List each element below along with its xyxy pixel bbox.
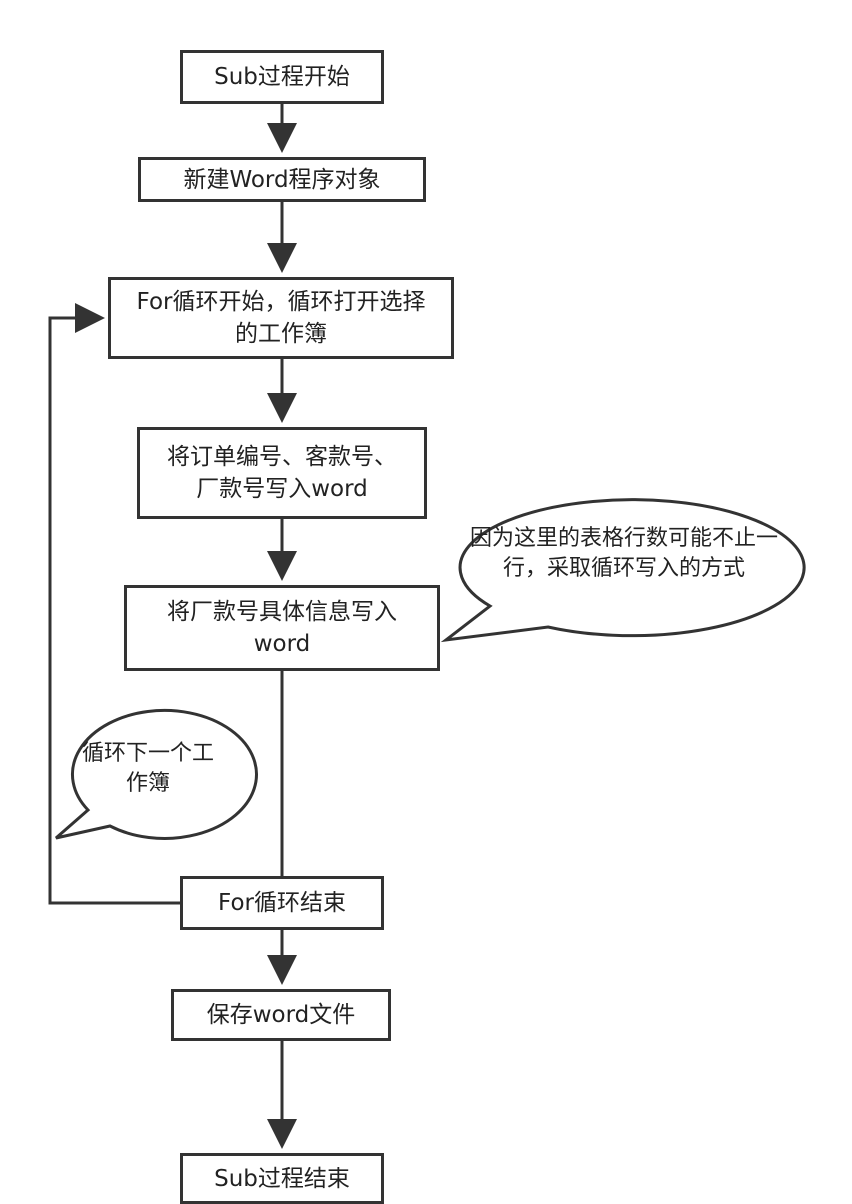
loop-write-note-bubble — [440, 498, 806, 643]
next-workbook-note-bubble — [55, 708, 258, 840]
for-loop-start-node: For循环开始，循环打开选择的工作簿 — [108, 277, 454, 359]
for-loop-end-node: For循环结束 — [180, 876, 384, 930]
new-word-object-node: 新建Word程序对象 — [138, 157, 426, 202]
write-factory-details-node: 将厂款号具体信息写入word — [124, 585, 440, 671]
loop-write-note-text: 因为这里的表格行数可能不止一行，采取循环写入的方式 — [469, 526, 778, 581]
sub-start-node: Sub过程开始 — [180, 50, 384, 104]
write-order-info-node: 将订单编号、客款号、厂款号写入word — [137, 427, 427, 519]
loop-back-connector — [48, 303, 182, 905]
save-word-file-node: 保存word文件 — [171, 989, 391, 1041]
sub-end-node: Sub过程结束 — [180, 1153, 384, 1204]
next-workbook-note-text: 循环下一个工作簿 — [81, 741, 214, 796]
